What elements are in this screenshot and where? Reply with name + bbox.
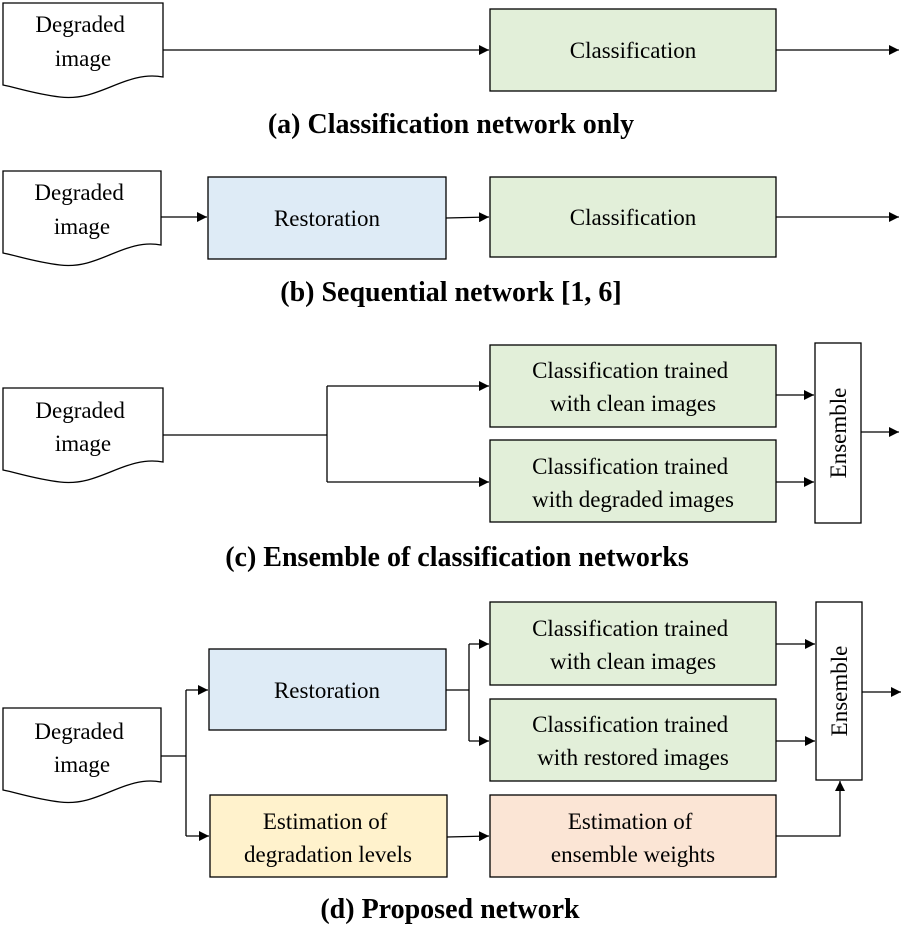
panel-c: Degraded image Classification trained wi…: [2, 342, 899, 573]
classification-box-b: [489, 176, 777, 258]
degraded-image-label-d: Degraded image: [34, 719, 129, 777]
degraded-image-doc-a: [2, 2, 164, 99]
classification-label-b: Classification: [570, 205, 697, 230]
arrow-restoration-to-classification-b: [445, 212, 490, 223]
cls-clean-box-d: [489, 601, 777, 686]
restoration-label-b: Restoration: [274, 206, 381, 231]
degraded-image-label-a: Degraded image: [35, 12, 130, 71]
ensemble-label-d: Ensemble: [827, 646, 852, 737]
est-weights-label-d: Estimation of ensemble weights: [551, 809, 715, 867]
cls-restored-label-d: Classification trained with restored ima…: [532, 712, 734, 770]
ensemble-box-d: [815, 601, 863, 781]
cls-restored-box-d: [489, 698, 777, 782]
caption-c: (c) Ensemble of classification networks: [225, 542, 689, 573]
restoration-box-d: [208, 648, 447, 731]
est-levels-box-d: [209, 794, 448, 878]
cls-degraded-label-c: Classification trained with degraded ima…: [532, 454, 734, 512]
degraded-image-label-b: Degraded image: [34, 180, 129, 239]
arrow-weights-to-ensemble-d: [776, 781, 845, 837]
panel-b: Degraded image Restoration Classificatio…: [2, 170, 899, 308]
cls-degraded-box-c: [489, 439, 777, 523]
cls-clean-label-d: Classification trained with clean images: [532, 616, 734, 674]
classification-label-a: Classification: [570, 38, 697, 63]
arrow-est-levels-to-weights-d: [446, 831, 490, 842]
restoration-label-d: Restoration: [274, 678, 381, 703]
caption-d: (d) Proposed network: [320, 894, 580, 925]
caption-b: (b) Sequential network [1, 6]: [280, 277, 621, 308]
est-weights-box-d: [489, 794, 777, 878]
degraded-image-doc-d: [2, 707, 162, 804]
ensemble-label-c: Ensemble: [826, 388, 851, 479]
est-levels-label-d: Estimation of degradation levels: [244, 809, 412, 867]
panel-d: Degraded image Restoration Classificatio…: [2, 601, 901, 925]
caption-a: (a) Classification network only: [268, 109, 634, 140]
classification-box-a: [489, 8, 777, 92]
degraded-image-doc-c: [2, 387, 164, 484]
cls-clean-label-c: Classification trained with clean images: [532, 358, 734, 416]
degraded-image-label-c: Degraded image: [35, 398, 130, 456]
panel-a: Degraded image Classification (a) Classi…: [2, 2, 899, 140]
degraded-image-doc-b: [2, 170, 162, 267]
cls-clean-box-c: [489, 344, 777, 428]
restoration-box-b: [207, 176, 447, 260]
ensemble-box-c: [814, 342, 862, 524]
